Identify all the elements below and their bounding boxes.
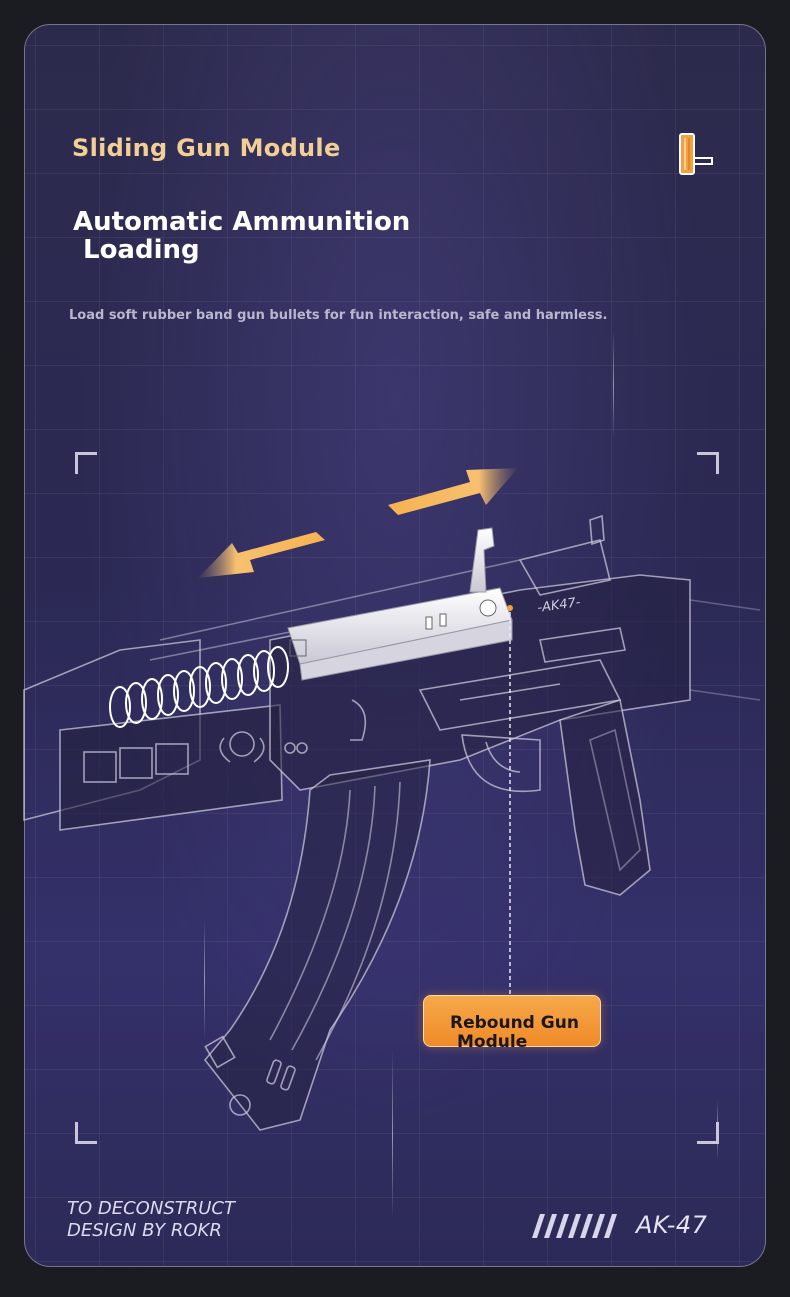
guide-line (204, 920, 205, 1040)
svg-text:-AK47-: -AK47- (536, 595, 581, 616)
arrow-left-icon (198, 532, 325, 578)
slide-module-icon (679, 133, 713, 175)
model-name: AK-47 (636, 1211, 708, 1239)
tagline-line-1: TO DECONSTRUCT (67, 1198, 235, 1219)
callout-line-2: Module (457, 1032, 528, 1052)
callout-line-1: Rebound Gun (450, 1013, 579, 1033)
headline-line-1: Automatic Ammunition (73, 207, 411, 237)
corner-bracket-icon (697, 1122, 719, 1144)
callout-text: Rebound Gun Module (450, 1014, 610, 1052)
guide-line (392, 1050, 393, 1220)
footer-tagline: TO DECONSTRUCT DESIGN BY ROKR (67, 1198, 327, 1242)
headline: Automatic Ammunition Loading (73, 208, 453, 264)
guide-line (613, 330, 614, 440)
tagline-line-2: DESIGN BY ROKR (67, 1220, 222, 1241)
description: Load soft rubber band gun bullets for fu… (69, 308, 608, 323)
headline-line-2: Loading (83, 235, 200, 265)
stripe-pattern-icon (532, 1214, 617, 1238)
corner-bracket-icon (75, 452, 97, 474)
arrow-right-icon (388, 468, 518, 515)
module-title: Sliding Gun Module (72, 134, 341, 162)
rebound-gun-module-callout: Rebound Gun Module (423, 995, 601, 1052)
corner-bracket-icon (697, 452, 719, 474)
corner-bracket-icon (75, 1122, 97, 1144)
